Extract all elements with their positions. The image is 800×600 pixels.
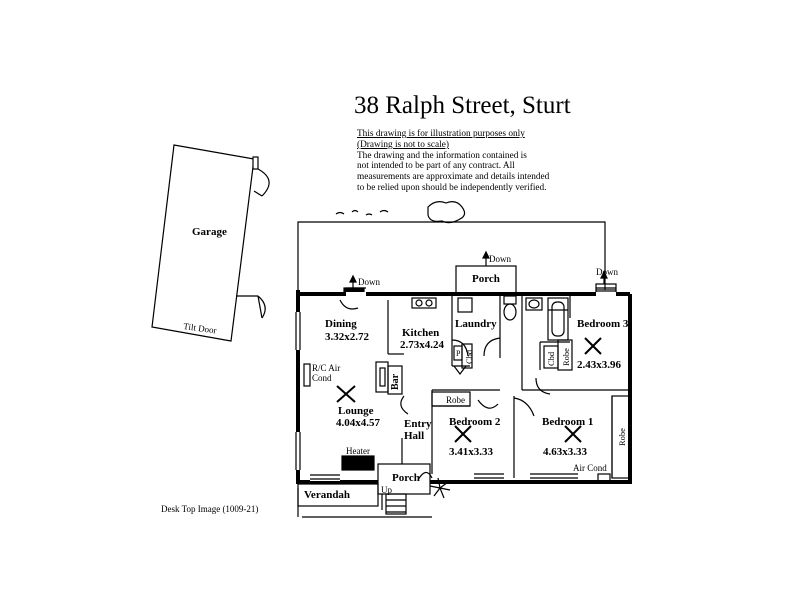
- rc-air-line2: Cond: [312, 373, 332, 383]
- disclaimer-line-6: to be relied upon should be independentl…: [357, 182, 547, 193]
- robe-bed3-box: [557, 339, 573, 371]
- front-steps: [385, 493, 407, 515]
- disclaimer-line-5: measurements are approximate and details…: [357, 172, 550, 183]
- garage-label: Garage: [192, 226, 227, 238]
- bedroom3-name: Bedroom 3: [577, 318, 629, 330]
- laundry-label: Laundry: [455, 318, 497, 330]
- entry-hall-line1: Entry: [404, 418, 432, 430]
- porch-front-label: Porch: [392, 472, 420, 484]
- heater-unit: [341, 455, 375, 471]
- dining-name: Dining: [325, 318, 357, 330]
- fireplace: [375, 361, 389, 393]
- heater-label: Heater: [346, 446, 370, 456]
- disclaimer-line-2: (Drawing is not to scale): [357, 139, 449, 150]
- down-label-right: Down: [596, 267, 618, 277]
- vanity: [525, 297, 543, 311]
- air-cond-label: Air Cond: [573, 463, 607, 473]
- entry-hall-line2: Hall: [404, 430, 425, 442]
- disclaimer: This drawing is for illustration purpose…: [357, 129, 549, 194]
- disclaimer-line-1: This drawing is for illustration purpose…: [357, 129, 525, 139]
- garage-window: [252, 156, 259, 170]
- bedroom2-name: Bedroom 2: [449, 416, 501, 428]
- dining-size: 3.32x2.72: [325, 331, 369, 343]
- robe-bed1-label: Robe: [617, 428, 627, 446]
- disclaimer-line-3: The drawing and the information containe…: [357, 150, 527, 161]
- porch-rear-label: Porch: [472, 273, 500, 285]
- tree-top: [427, 201, 466, 224]
- lounge-name: Lounge: [338, 405, 374, 417]
- kitchen-sink: [411, 297, 437, 309]
- cbd-laundry-label: Cbd: [464, 349, 474, 364]
- robe-bed2-box: [431, 391, 471, 407]
- up-label-front: Up: [381, 485, 392, 495]
- rc-air-line1: R/C Air: [312, 363, 341, 373]
- bedroom1-name: Bedroom 1: [542, 416, 594, 428]
- ceiling-fan-icon-bed1: [564, 425, 582, 443]
- cbd-laundry-box: [461, 343, 473, 369]
- pantry-label: P: [456, 349, 461, 358]
- ceiling-fan-icon-bed2: [454, 425, 472, 443]
- garage-outline: [151, 144, 255, 342]
- bedroom3-size: 2.43x3.96: [577, 359, 621, 371]
- laundry-trough: [457, 297, 473, 313]
- lounge-size: 4.04x4.57: [336, 417, 380, 429]
- yard-fence: [297, 221, 606, 290]
- exterior-wall-main: [296, 290, 378, 484]
- ceiling-fan-icon-bed3: [584, 337, 602, 355]
- robe-bed3-label: Robe: [561, 348, 571, 366]
- tree-front: [429, 477, 451, 499]
- bath: [547, 297, 569, 341]
- bedroom2-size: 3.41x3.33: [449, 446, 493, 458]
- bedroom1-size: 4.63x3.33: [543, 446, 587, 458]
- down-label-porch: Down: [489, 254, 511, 264]
- robe-bed2-label: Robe: [446, 395, 465, 405]
- bar-label: Bar: [390, 373, 401, 390]
- kitchen-name: Kitchen: [402, 327, 440, 339]
- disclaimer-line-4: not intended to be part of any contract.…: [357, 161, 515, 172]
- kitchen-size: 2.73x4.24: [400, 339, 444, 351]
- footer-caption: Desk Top Image (1009-21): [161, 504, 259, 514]
- down-label-dining: Down: [358, 277, 380, 287]
- rc-aircon-unit: [303, 363, 311, 387]
- cbd-bed3-label: Cbd: [546, 351, 556, 366]
- plan-title: 38 Ralph Street, Sturt: [354, 92, 571, 119]
- garage-door-arc: [257, 168, 270, 197]
- verandah-label: Verandah: [304, 489, 351, 501]
- ceiling-fan-icon-lounge: [336, 385, 356, 403]
- toilet: [503, 295, 517, 305]
